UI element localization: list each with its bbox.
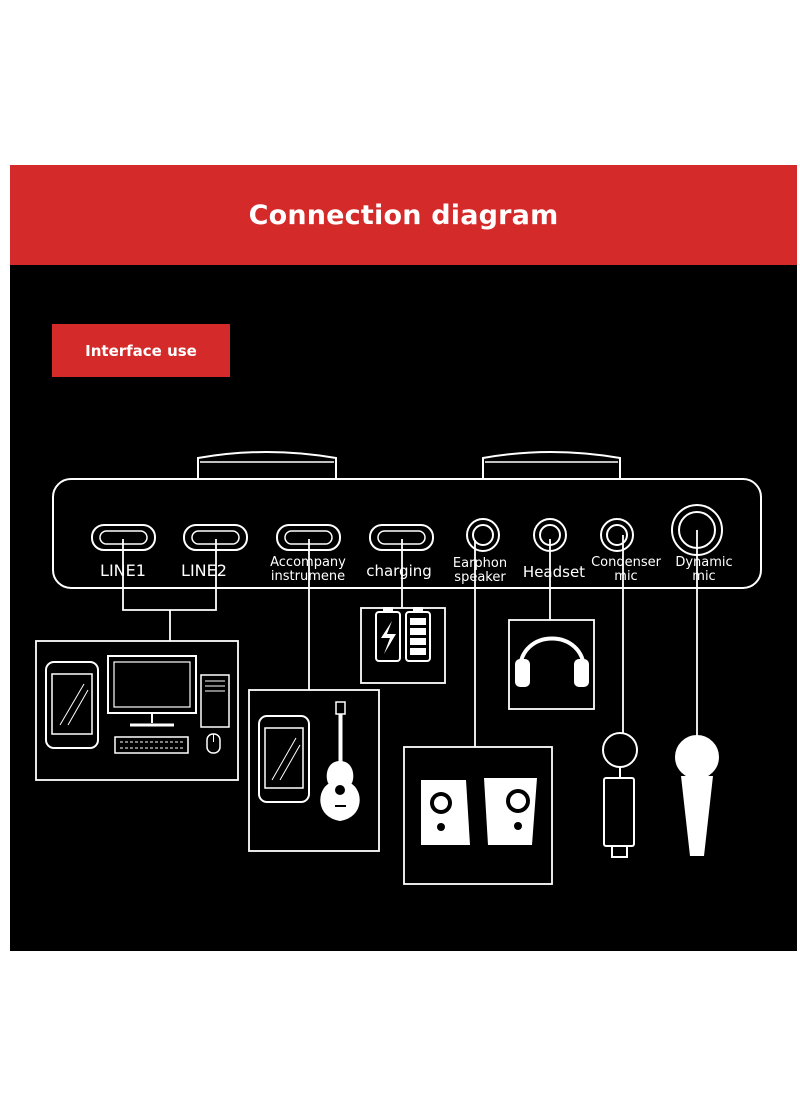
page-title: Connection diagram [248, 199, 559, 231]
speakers-box [403, 746, 553, 885]
port-label-headset: Headset [522, 563, 586, 581]
port-label-condenser-line2: mic [614, 568, 638, 584]
jack-earphon [466, 518, 500, 552]
instrument-device-box [248, 689, 380, 852]
port-label-accompany: Accompany instrumene [256, 556, 360, 583]
port-label-earphon-line2: speaker [454, 569, 506, 585]
battery-box [360, 607, 446, 684]
headphones-icon [515, 636, 589, 687]
port-label-line1: LINE1 [100, 561, 146, 580]
dynamic-mic-icon [675, 735, 719, 856]
section-tag: Interface use [52, 324, 230, 377]
port-label-condenser: Condenser mic [584, 556, 668, 583]
battery-icon [375, 607, 431, 662]
computer-device-box [35, 640, 239, 781]
port-label-dynamic-line1: Dynamic [675, 555, 733, 570]
port-label-condenser-line1: Condenser [591, 555, 661, 570]
right-knob [482, 451, 621, 478]
tablet-icon [45, 661, 99, 749]
port-label-dynamic: Dynamic mic [664, 556, 744, 583]
port-label-accompany-line1: Accompany [270, 555, 346, 570]
left-knob [197, 451, 337, 478]
section-tag-label: Interface use [85, 341, 197, 360]
speakers-icon [421, 778, 537, 845]
sound-card-body [52, 478, 762, 589]
tablet-icon [258, 715, 310, 803]
headset-box [508, 619, 595, 710]
port-label-charging: charging [366, 562, 432, 580]
desktop-computer-icon [107, 655, 230, 754]
port-label-line2: LINE2 [181, 561, 227, 580]
jack-condenser [600, 518, 634, 552]
header-banner: Connection diagram [10, 165, 797, 265]
guitar-icon [320, 701, 360, 822]
port-label-accompany-line2: instrumene [270, 568, 346, 584]
port-label-earphon: Earphon speaker [440, 557, 520, 584]
connection-lines [122, 530, 698, 747]
condenser-mic-icon [602, 732, 638, 858]
port-label-dynamic-line2: mic [692, 568, 716, 584]
port-label-earphon-line1: Earphon [452, 556, 508, 571]
